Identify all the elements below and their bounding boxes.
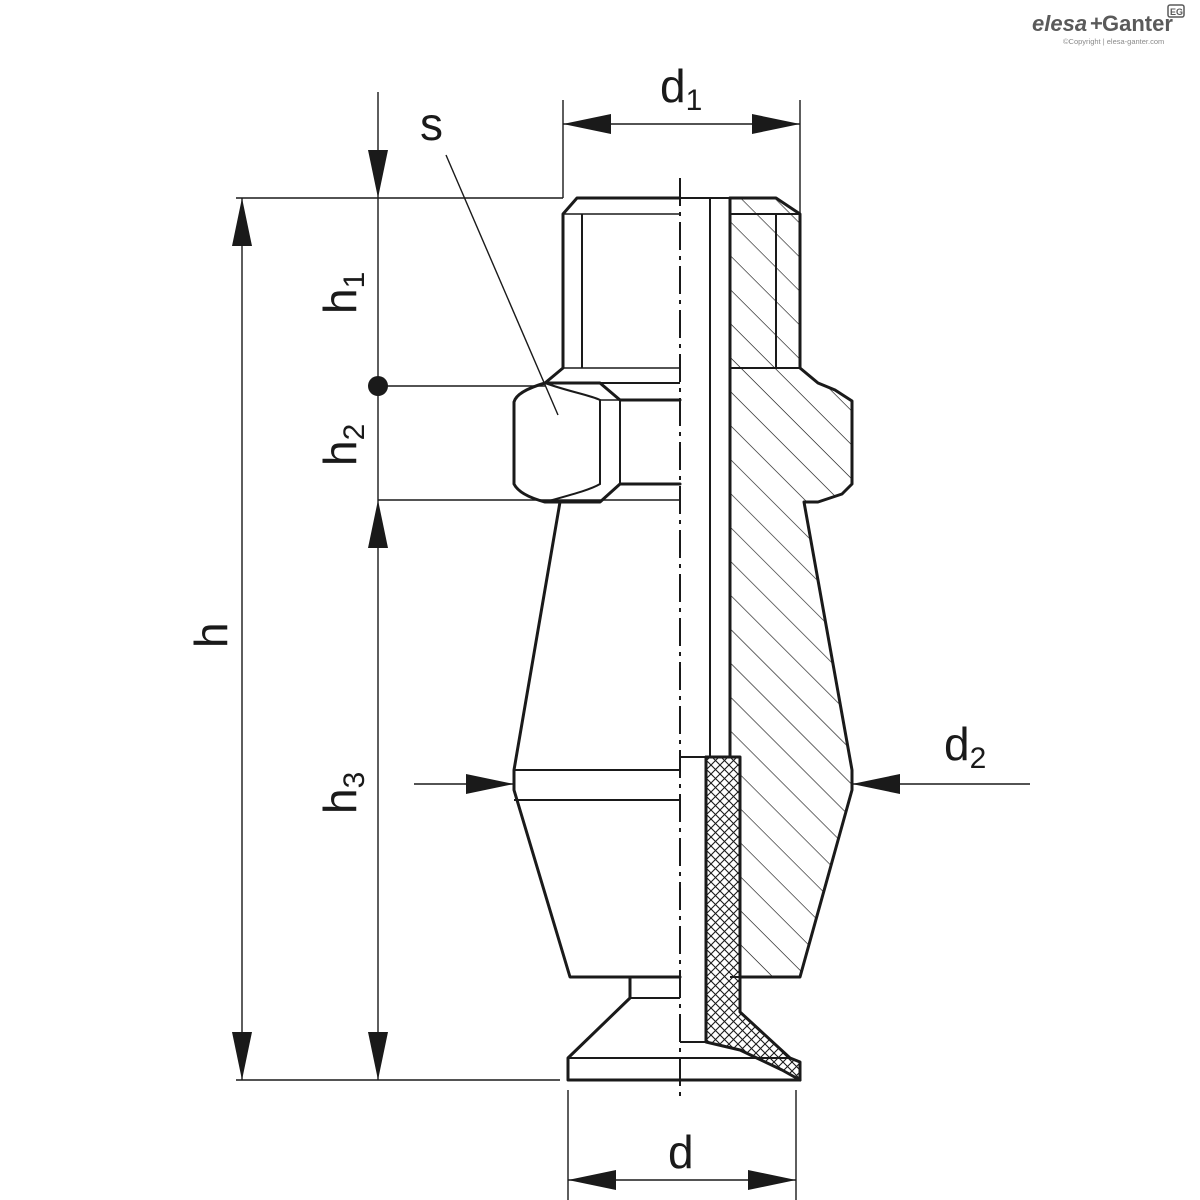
label-h: h (185, 622, 237, 648)
dimension-d: d (567, 1090, 797, 1200)
label-s: s (420, 98, 443, 150)
logo-badge-text: EG (1170, 7, 1183, 17)
dimension-h: h (185, 197, 560, 1081)
thread-outline-left (543, 196, 682, 385)
logo-badge (1167, 4, 1185, 18)
rubber-insert-crosshatch (706, 757, 800, 1080)
label-h1: h1 (314, 272, 371, 314)
logo-brand-left: elesa (1032, 11, 1087, 36)
fitting-body (512, 196, 854, 1082)
dimension-h1-h2-h3: h1 h2 h3 (314, 92, 680, 1080)
label-d: d (668, 1126, 694, 1178)
logo-copyright: ©Copyright | elesa-ganter.com (1063, 37, 1164, 46)
label-d2: d2 (944, 718, 986, 775)
section-hatch (730, 198, 852, 977)
logo-brand-plus: + (1090, 11, 1103, 36)
suction-cup-outline-left (566, 975, 682, 1082)
label-h3: h3 (314, 772, 371, 814)
label-h2: h2 (314, 424, 371, 466)
dimension-s: s (420, 98, 559, 416)
hex-nut-outline (512, 381, 682, 504)
cone-outline-left (512, 500, 682, 979)
label-d1: d1 (660, 60, 702, 117)
dimension-d2: d2 (414, 718, 1030, 794)
brand-logo: elesa + Ganter EG ©Copyright | elesa-gan… (1032, 4, 1185, 46)
logo-brand-right: Ganter (1102, 11, 1173, 36)
dimension-d1: d1 (562, 60, 801, 214)
